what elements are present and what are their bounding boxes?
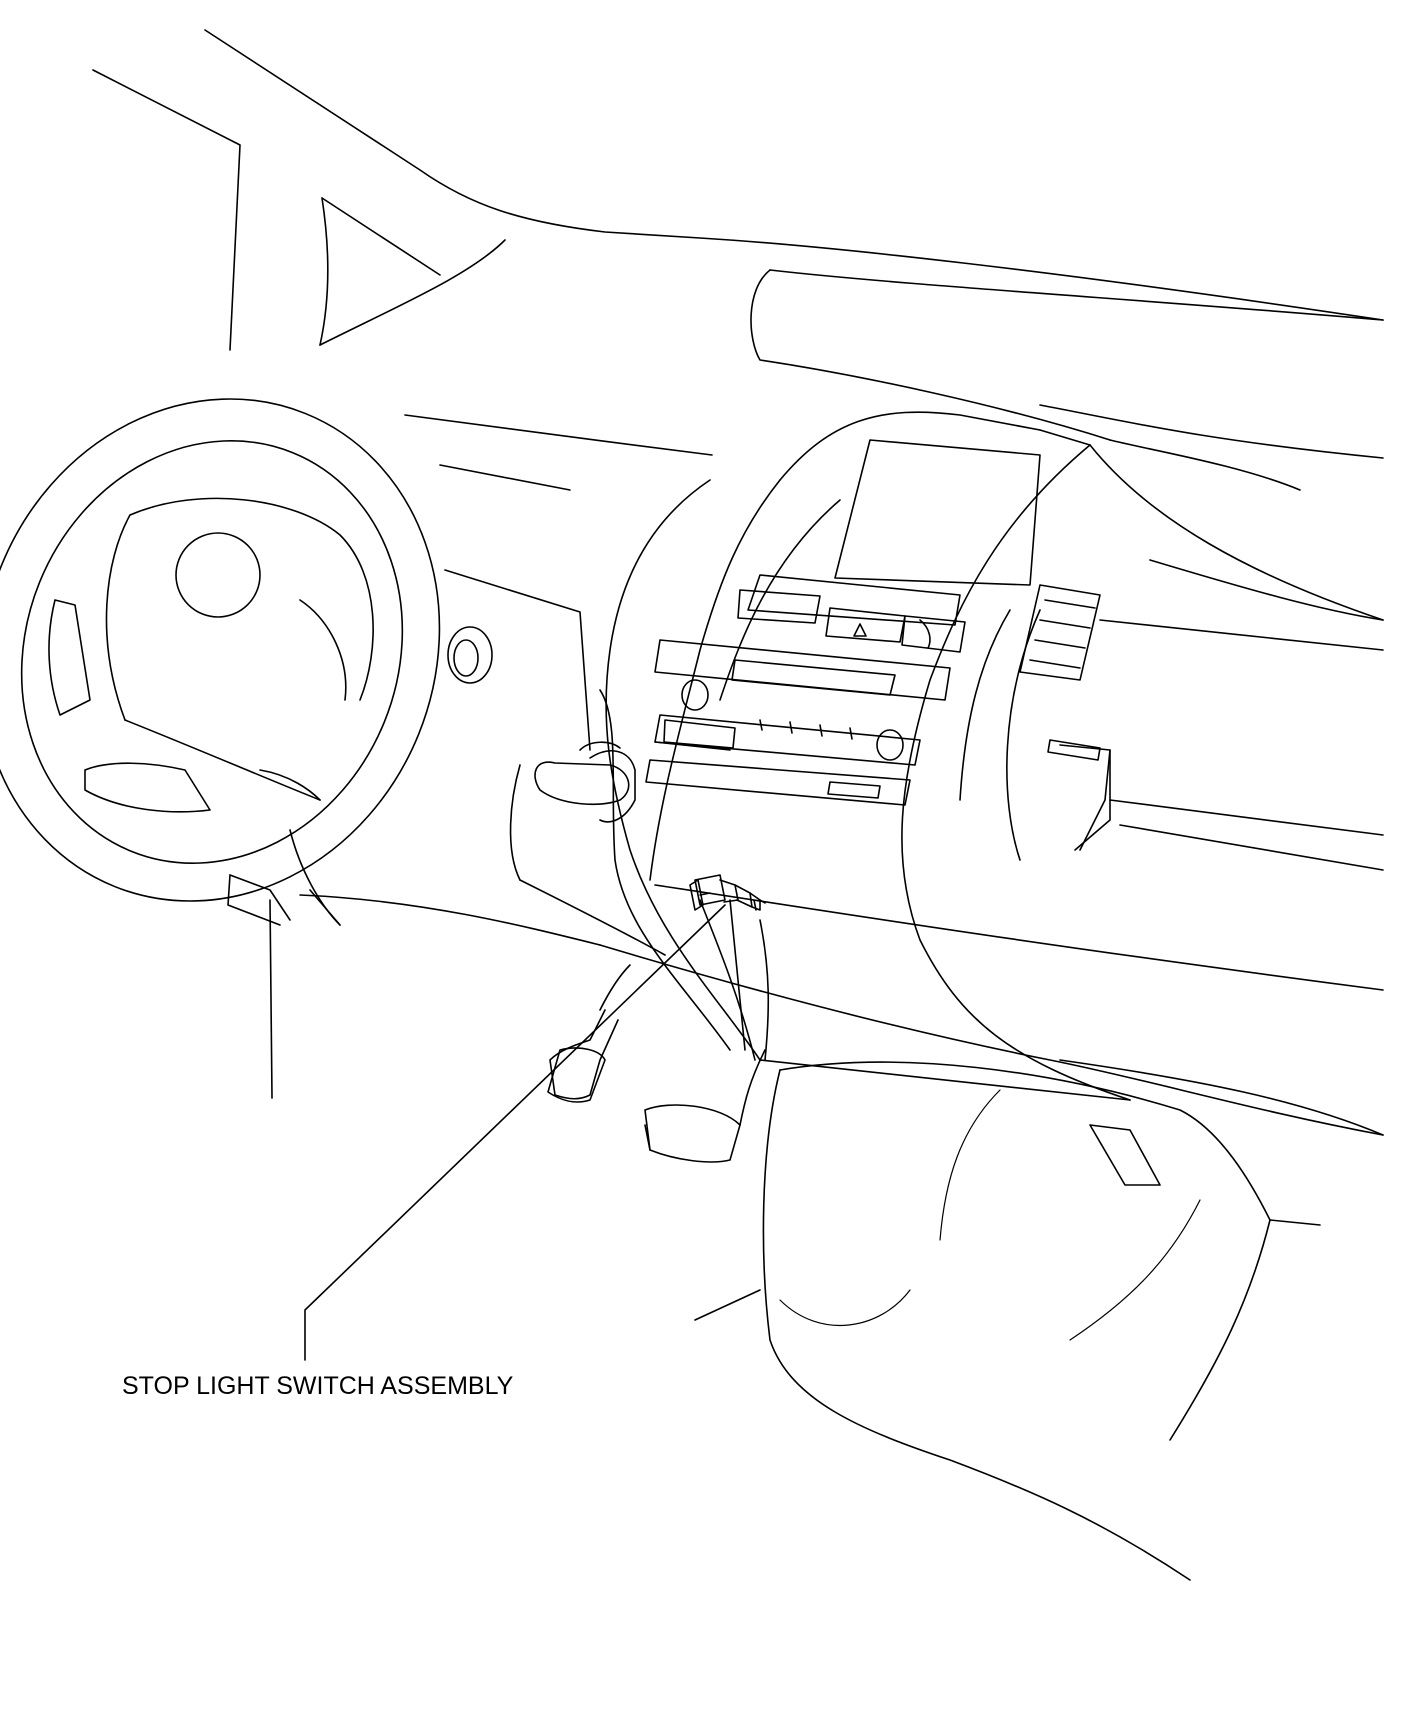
center-stack — [645, 411, 1091, 881]
steering-wheel — [0, 398, 441, 902]
pedals — [547, 899, 770, 1163]
vehicle-interior-linework — [0, 29, 1384, 1581]
left-vent — [447, 626, 493, 684]
brake-pedal-arm — [549, 1009, 619, 1100]
brake-pedal — [547, 1047, 606, 1103]
right-dash — [1006, 444, 1384, 871]
a-pillar — [92, 29, 1384, 351]
instrument-panel — [404, 414, 713, 751]
hazard-icon — [853, 623, 867, 637]
upper-dash-vent — [750, 269, 1384, 491]
steering-column — [227, 829, 341, 1099]
accelerator-pedal — [644, 1104, 741, 1163]
callout-label: STOP LIGHT SWITCH ASSEMBLY — [122, 1372, 514, 1400]
callout-leader-line — [304, 904, 726, 1361]
navigation-display — [834, 439, 1041, 586]
lower-dash — [299, 764, 1384, 1581]
center-console — [599, 444, 1131, 1101]
stop-light-switch — [689, 874, 766, 911]
left-lever — [534, 741, 636, 823]
